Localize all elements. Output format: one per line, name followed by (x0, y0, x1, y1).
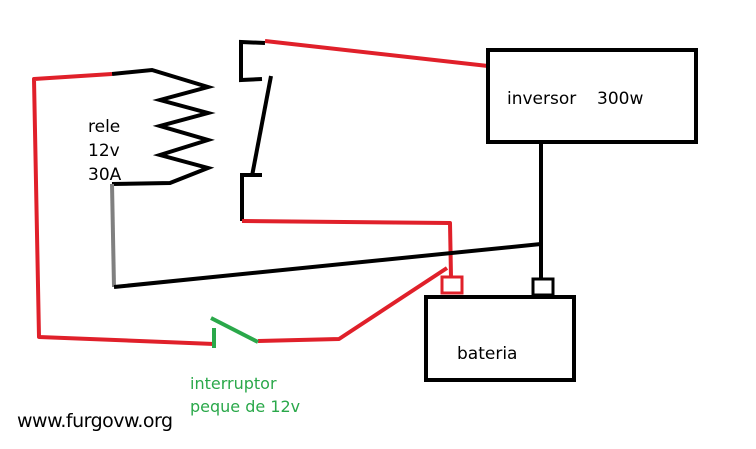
black-wire-ground (113, 242, 542, 289)
battery-label: bateria (457, 344, 517, 364)
relay-label-line1: rele (88, 117, 120, 137)
red-wire-relay-to-battery (241, 219, 453, 278)
switch-lever (210, 316, 259, 344)
inverter-label-name: inversor (507, 89, 576, 109)
switch-label-line2: peque de 12v (190, 397, 300, 416)
gray-wire-coil-ground (110, 183, 116, 288)
watermark: www.furgovw.org (17, 410, 173, 432)
inverter-label-power: 300w (597, 89, 643, 109)
red-wire-relay-to-inverter (264, 39, 489, 68)
switch-label-line1: interruptor (190, 374, 277, 393)
relay-contact-bottom (240, 173, 262, 221)
relay-contact-arm (250, 75, 273, 177)
relay-coil (111, 67, 216, 186)
battery-positive-terminal (440, 275, 464, 295)
relay-label-line3: 30A (88, 165, 122, 185)
relay-contact-top (239, 39, 266, 83)
battery-box (424, 295, 576, 382)
relay-label-line2: 12v (88, 141, 120, 161)
red-wire-switch-to-battery (257, 266, 449, 343)
inverter-box (486, 48, 698, 144)
battery-negative-terminal (531, 277, 555, 297)
red-wire-coil-to-switch (32, 72, 215, 346)
